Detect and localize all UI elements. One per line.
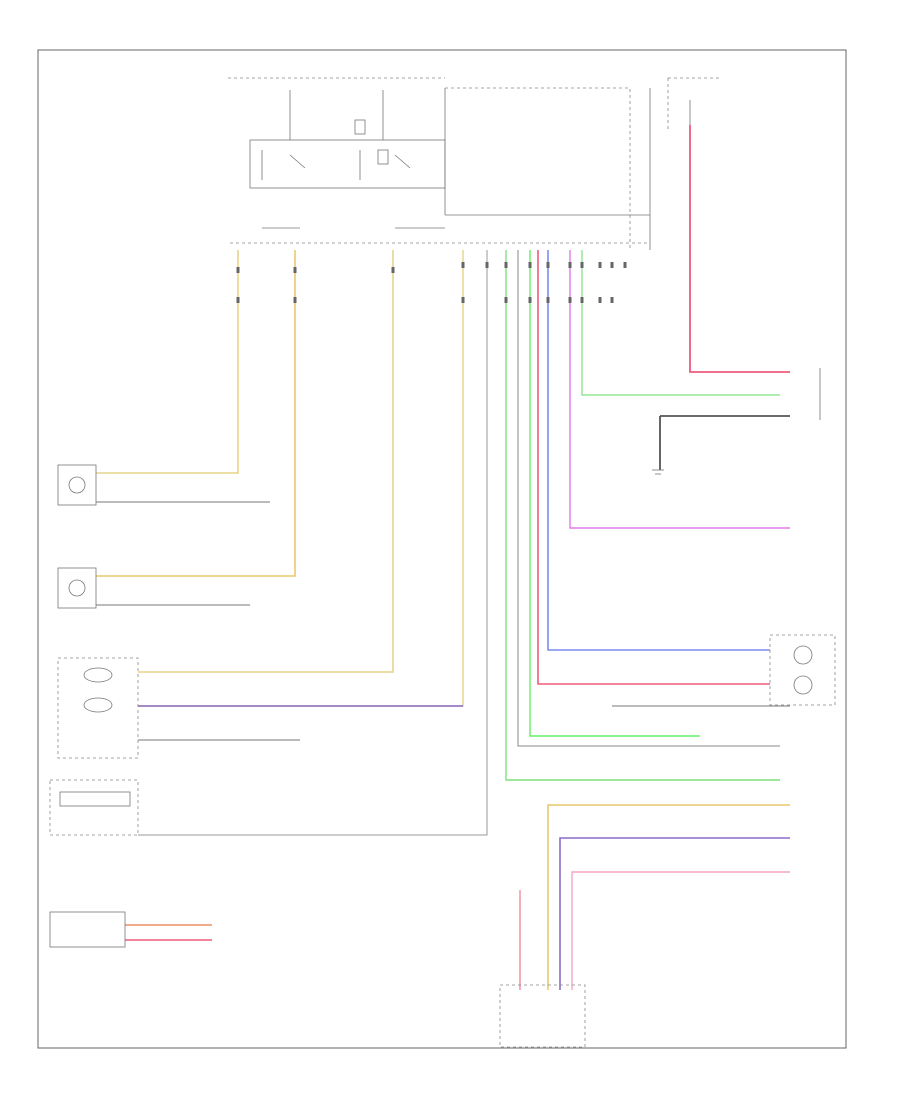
- connector-pin: [610, 262, 614, 268]
- diagram-frame: [37, 49, 847, 1049]
- left-park-lamp: [57, 567, 97, 609]
- wire-green-switch: [581, 250, 780, 396]
- connector-pin: [580, 297, 584, 303]
- right-park-lamp: [57, 464, 97, 506]
- left-headlamp: [57, 657, 139, 759]
- connector-pin: [461, 262, 465, 268]
- wire-green-2: [529, 250, 700, 737]
- wire-yellow-lowbeam: [138, 250, 394, 673]
- wire-green-1: [505, 250, 780, 781]
- wire-yellow-left-park: [96, 250, 296, 577]
- connector-pin: [568, 262, 572, 268]
- wire-purple-bottom: [559, 837, 790, 990]
- wire-yellow-highbeam: [138, 250, 464, 707]
- multifunction-switch: [49, 779, 139, 836]
- connector-pin: [528, 297, 532, 303]
- wire-yellow-right-park: [96, 250, 239, 474]
- connector-pin: [485, 262, 489, 268]
- wire-red-right-head: [537, 250, 770, 685]
- wire-yellow-bottom: [547, 804, 790, 990]
- connector-pin: [391, 267, 395, 273]
- connector-pin: [236, 297, 240, 303]
- connector-pin: [504, 297, 508, 303]
- connector-pin: [504, 262, 508, 268]
- connector-pin: [546, 297, 550, 303]
- connector-pin: [568, 297, 572, 303]
- bottom-module: [499, 984, 586, 1048]
- top-right-fuse: [667, 77, 720, 130]
- top-fuse-block: [228, 77, 446, 189]
- connector-pin: [623, 262, 627, 268]
- instrument-cluster-block: [49, 911, 126, 948]
- wire-dark-2: [517, 250, 780, 747]
- connector-pin: [293, 267, 297, 273]
- connector-pin: [598, 297, 602, 303]
- wire-blue-right-head: [547, 250, 770, 651]
- wire-lightpink-bottom: [571, 871, 790, 990]
- connector-pin: [528, 262, 532, 268]
- connector-pin: [546, 262, 550, 268]
- connector-bar: [230, 227, 650, 244]
- connector-pin: [236, 267, 240, 273]
- wire-dark-multifunction: [138, 250, 488, 836]
- ground-symbol: [652, 469, 664, 475]
- connector-pin: [293, 297, 297, 303]
- wire-violet: [569, 250, 790, 529]
- connector-pin: [580, 262, 584, 268]
- wire-group: [96, 125, 790, 990]
- connector-pin: [598, 262, 602, 268]
- right-headlamp: [769, 634, 836, 706]
- wire-red-fuse: [689, 125, 790, 373]
- connector-pin: [610, 297, 614, 303]
- module-box-top: [444, 87, 651, 250]
- connector-pin: [461, 297, 465, 303]
